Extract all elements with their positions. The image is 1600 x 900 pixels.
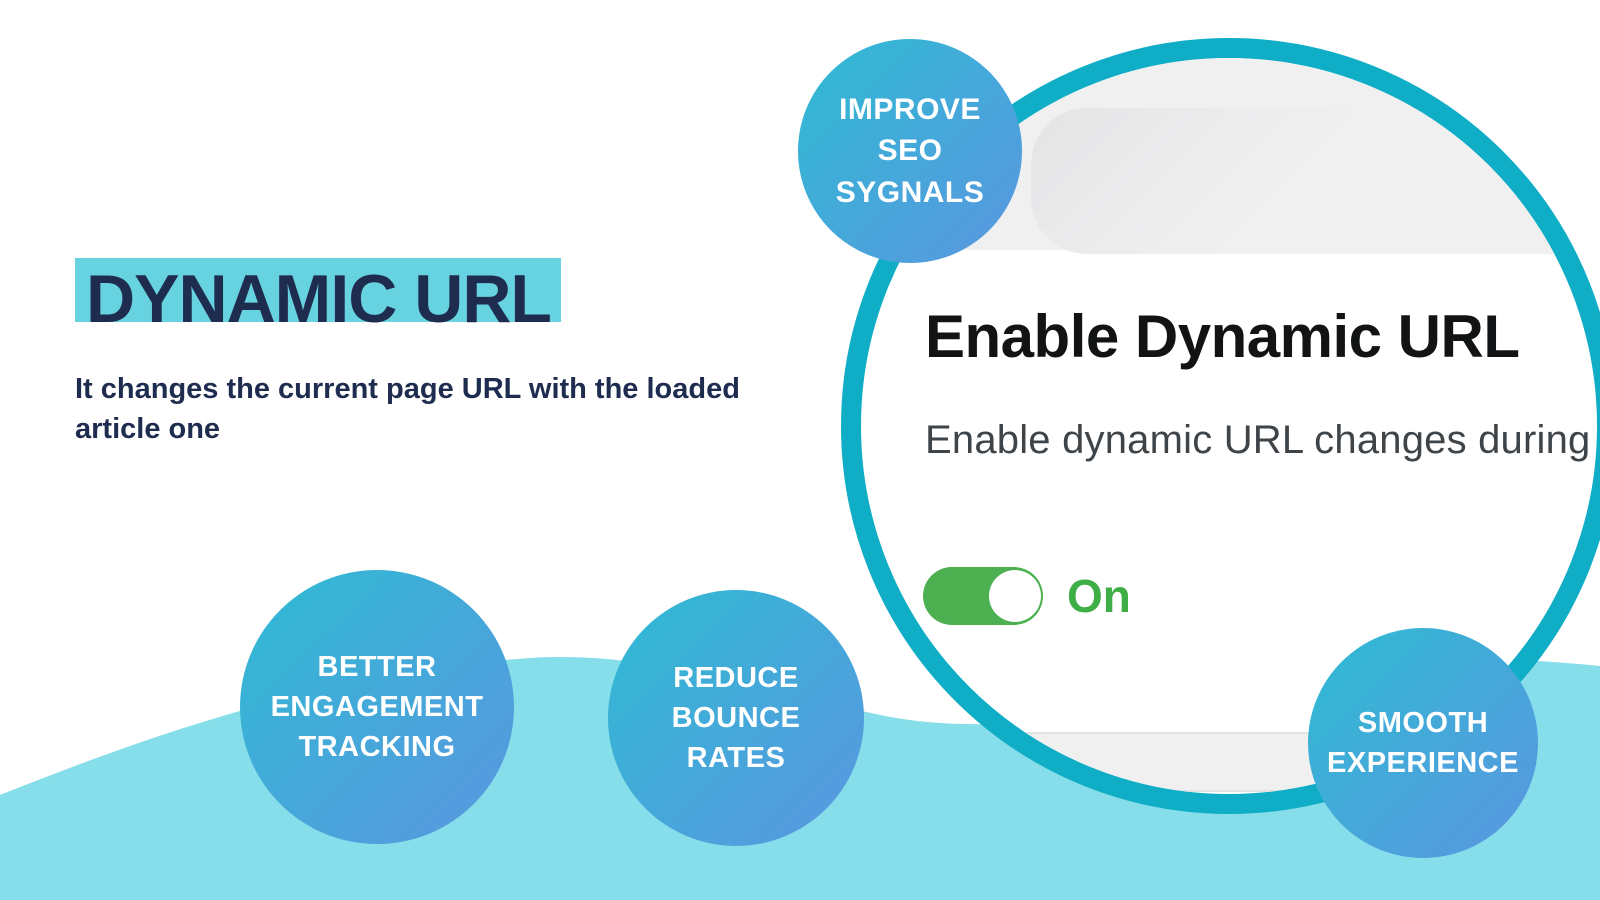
toggle-state-label: On (1067, 570, 1131, 622)
title-highlight-bar (75, 258, 561, 322)
badge-line: TRACKING (298, 731, 456, 763)
badge-line: ENGAGEMENT (270, 690, 484, 723)
badge-better-engagement-tracking: BETTER ENGAGEMENT TRACKING (240, 570, 514, 844)
setting-description: Enable dynamic URL changes during (925, 418, 1591, 462)
badge-line: IMPROVE (839, 92, 981, 126)
page-subtitle: It changes the current page URL with the… (75, 373, 740, 446)
dynamic-url-toggle[interactable] (923, 567, 1043, 625)
badge-line: EXPERIENCE (1327, 747, 1519, 779)
toggle-row: On (923, 567, 1131, 625)
toggle-knob[interactable] (989, 570, 1041, 622)
badge-line: BOUNCE (671, 701, 801, 734)
badge-line: SEO (877, 134, 943, 168)
badge-smooth-experience: SMOOTH EXPERIENCE (1308, 628, 1538, 858)
setting-heading: Enable Dynamic URL (925, 303, 1520, 370)
badge-line: SYGNALS (835, 175, 985, 209)
badge-improve-seo-sygnals: IMPROVE SEO SYGNALS (798, 39, 1022, 263)
page-title: DYNAMIC URL (86, 260, 552, 337)
badge-line: SMOOTH (1357, 706, 1489, 739)
badge-line: BETTER (317, 650, 437, 683)
screenshot-card-shadow (1031, 108, 1597, 254)
badge-line: RATES (686, 742, 786, 774)
badge-line: REDUCE (673, 661, 799, 694)
badge-reduce-bounce-rates: REDUCE BOUNCE RATES (608, 590, 864, 846)
